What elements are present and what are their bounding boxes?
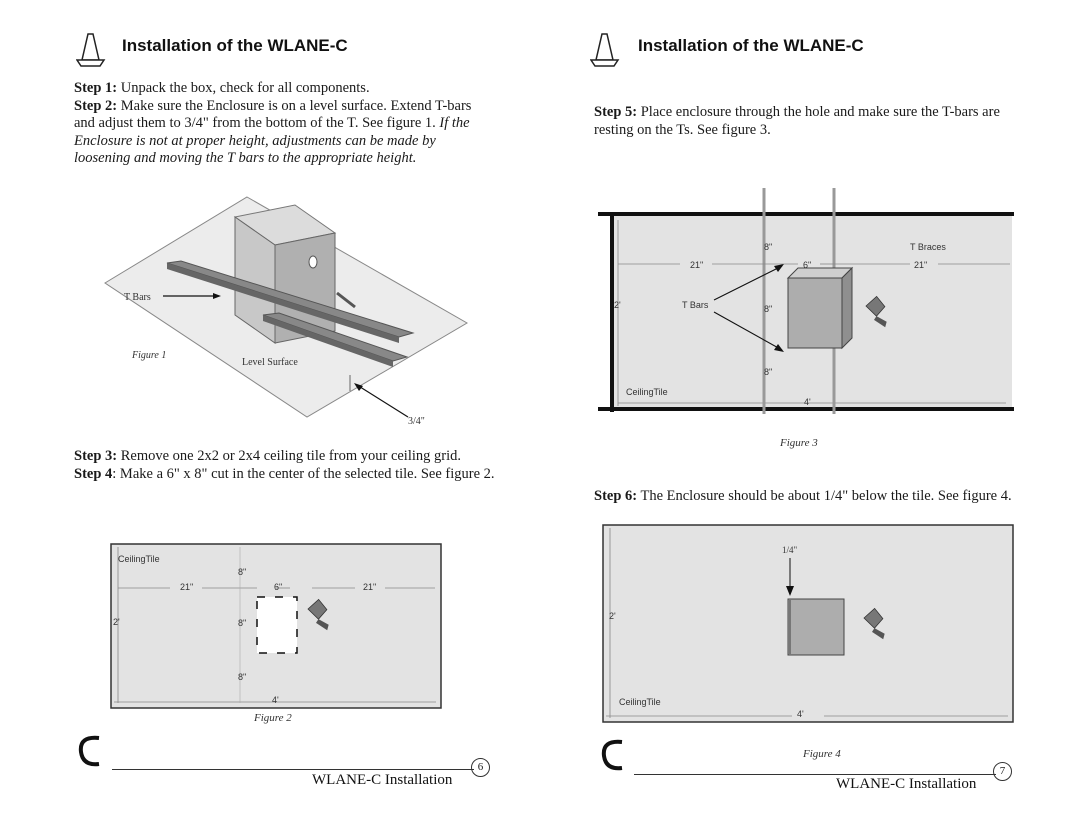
step-1-text: Unpack the box, check for all components…	[117, 80, 370, 96]
fig3-caption: Figure 3	[780, 437, 818, 449]
fig3-dim-8-mid: 8"	[764, 304, 773, 314]
step-5: Step 5: Place enclosure through the hole…	[594, 104, 1010, 139]
step-2-text: Make sure the Enclosure is on a level su…	[74, 97, 472, 132]
fig2-caption: Figure 2	[254, 712, 292, 724]
step-5-text: Place enclosure through the hole and mak…	[594, 104, 1000, 138]
step-2-note: If the Enclosure is not at proper height…	[74, 115, 470, 166]
page-heading: Installation of the WLANE-C	[122, 36, 348, 55]
step-6: Step 6: The Enclosure should be about 1/…	[594, 488, 1018, 506]
footer-title: WLANE-C Installation	[836, 776, 977, 792]
page-number: 7	[993, 762, 1012, 781]
page-number: 6	[471, 758, 490, 777]
fig3-tile-label: CeilingTile	[626, 387, 668, 397]
step-3-text: Remove one 2x2 or 2x4 ceiling tile from …	[117, 448, 462, 464]
fig3-dim-4: 4'	[804, 397, 811, 407]
fig2-dim-21-left: 21"	[180, 582, 194, 592]
step-6-label: Step 6:	[594, 488, 638, 504]
fig3-dim-2: 2'	[614, 300, 621, 310]
fig3-braces-label: T Braces	[910, 242, 946, 252]
steps-3-4: Step 3: Remove one 2x2 or 2x4 ceiling ti…	[74, 448, 498, 483]
brand-logo-icon	[78, 735, 100, 767]
fig2-dim-4: 4'	[272, 695, 279, 705]
fig3-dim-21-right: 21"	[914, 260, 928, 270]
fig3-dim-8-top: 8"	[764, 242, 773, 252]
steps-1-2: Step 1: Unpack the box, check for all co…	[74, 80, 494, 168]
brand-logo-icon	[601, 739, 623, 771]
page-heading: Installation of the WLANE-C	[638, 36, 864, 55]
fig2-dim-8-bottom: 8"	[238, 672, 247, 682]
figure-2-drawing	[110, 543, 442, 709]
footer-rule	[112, 769, 474, 770]
fig4-caption: Figure 4	[803, 748, 841, 760]
step-3-label: Step 3:	[74, 448, 118, 464]
fig4-tile-label: CeilingTile	[619, 697, 661, 707]
fig2-dim-8-top: 8"	[238, 567, 247, 577]
figure-3-drawing	[598, 188, 1014, 414]
step-6-text: The Enclosure should be about 1/4" below…	[637, 488, 1012, 504]
footer-title: WLANE-C Installation	[312, 772, 453, 788]
figure-4-drawing	[602, 524, 1014, 723]
step-1-label: Step 1:	[74, 80, 118, 96]
fig4-dim-quarter: 1/4"	[782, 545, 798, 555]
utility-knife-icon	[865, 295, 887, 328]
step-4-text: : Make a 6" x 8" cut in the center of th…	[112, 465, 495, 482]
fig2-dim-8-mid: 8"	[238, 618, 247, 628]
caution-cone-icon	[590, 33, 620, 67]
fig3-dim-21-left: 21"	[690, 260, 704, 270]
fig1-caption: Figure 1	[132, 350, 167, 361]
step-2-label: Step 2:	[74, 97, 118, 114]
figure-1-drawing	[104, 196, 468, 418]
step-5-label: Step 5:	[594, 104, 638, 120]
utility-knife-icon	[307, 598, 329, 631]
fig1-level-surface-label: Level Surface	[242, 357, 298, 368]
fig1-dim-label: 3/4"	[408, 416, 425, 427]
fig4-dim-4: 4'	[797, 709, 804, 719]
fig2-tile-label: CeilingTile	[118, 554, 160, 564]
fig3-tbars-label: T Bars	[682, 300, 709, 310]
fig2-dim-2: 2'	[113, 617, 120, 627]
fig1-tbars-label: T Bars	[124, 292, 151, 303]
fig4-dim-2: 2'	[609, 611, 616, 621]
footer-rule	[634, 774, 996, 775]
caution-cone-icon	[76, 33, 106, 67]
step-4-label: Step 4	[74, 465, 113, 482]
fig3-dim-8-bottom: 8"	[764, 367, 773, 377]
fig2-dim-6: 6"	[274, 582, 283, 592]
fig2-dim-21-right: 21"	[363, 582, 377, 592]
utility-knife-icon	[863, 607, 885, 640]
fig3-dim-6: 6"	[803, 260, 812, 270]
